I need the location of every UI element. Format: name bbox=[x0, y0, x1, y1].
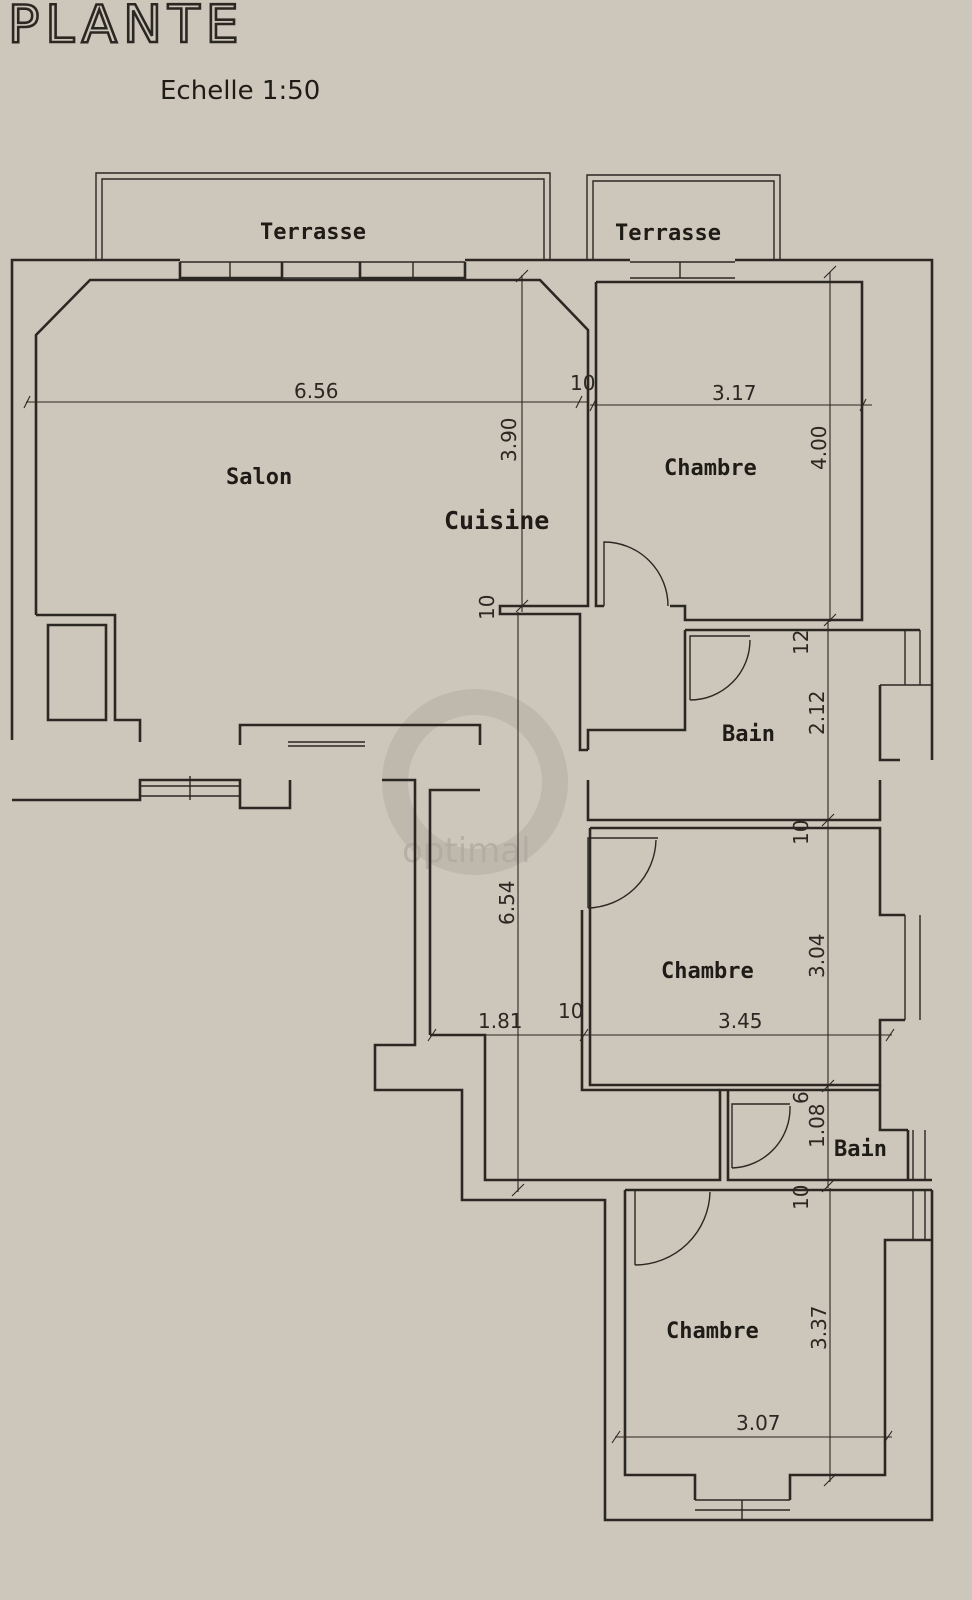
wall bbox=[178, 262, 467, 280]
counter bbox=[288, 741, 365, 747]
room-label-chambre: Chambre bbox=[666, 1319, 759, 1344]
dimension-labels: 6.56 10 3.17 3.90 4.00 10 12 2.12 10 6.5… bbox=[294, 371, 831, 1435]
chambre-1-wall bbox=[594, 280, 864, 622]
door-swing bbox=[587, 837, 658, 909]
dimension-label: 10 bbox=[558, 999, 583, 1023]
room-label-chambre: Chambre bbox=[661, 959, 754, 984]
doors bbox=[587, 541, 791, 1266]
window bbox=[904, 915, 921, 1020]
watermark-ring bbox=[382, 689, 568, 875]
window bbox=[630, 261, 735, 279]
dimension-label: 12 bbox=[789, 630, 813, 655]
dimension-label: 3.37 bbox=[807, 1305, 831, 1350]
room-label-salon: Salon bbox=[226, 465, 292, 490]
outer-wall bbox=[10, 258, 934, 760]
dimension-line bbox=[26, 272, 892, 1482]
room-label-bain: Bain bbox=[722, 722, 775, 747]
corridor-wall bbox=[373, 778, 934, 1522]
window bbox=[180, 261, 465, 279]
dimension-label: 1.81 bbox=[478, 1009, 523, 1033]
dimension-label: 3.07 bbox=[736, 1411, 781, 1435]
dimension-label: 3.90 bbox=[497, 417, 521, 462]
room-label-terrasse: Terrasse bbox=[260, 220, 366, 245]
door-swing bbox=[689, 635, 751, 701]
window bbox=[912, 1130, 926, 1180]
door-swing bbox=[634, 1189, 711, 1266]
watermark-logo: optimal bbox=[382, 689, 568, 875]
room-label-bain: Bain bbox=[834, 1137, 887, 1162]
dimension-lines bbox=[23, 265, 895, 1487]
dimension-label: 3.04 bbox=[805, 933, 829, 978]
terrace-railing bbox=[95, 172, 551, 260]
dimension-label: 4.00 bbox=[807, 425, 831, 470]
room-label-terrasse: Terrasse bbox=[615, 221, 721, 246]
plan-title: PLANTE bbox=[8, 0, 245, 55]
wall bbox=[238, 723, 482, 745]
dimension-label: 10 bbox=[475, 595, 499, 620]
dimension-label: 10 bbox=[789, 1185, 813, 1210]
walls bbox=[10, 258, 934, 1522]
watermark-text: optimal bbox=[402, 831, 531, 871]
bain-1-wall bbox=[586, 628, 920, 762]
dimension-label: 3.17 bbox=[712, 381, 757, 405]
dimension-label: 2.12 bbox=[805, 690, 829, 735]
terrace-railing bbox=[586, 174, 781, 260]
door-swing bbox=[603, 541, 669, 607]
dimension-label: 3.45 bbox=[718, 1009, 763, 1033]
room-label-cuisine: Cuisine bbox=[444, 506, 549, 535]
dimension-label: 1.08 bbox=[805, 1103, 829, 1148]
wall bbox=[580, 910, 720, 1092]
room-label-chambre: Chambre bbox=[664, 456, 757, 481]
door-swing bbox=[731, 1103, 791, 1169]
window bbox=[880, 630, 932, 686]
dimension-label: 6.56 bbox=[294, 379, 339, 403]
chambre-2-wall bbox=[586, 780, 905, 1087]
dimension-label: 10 bbox=[570, 371, 595, 395]
bain-2-wall bbox=[726, 1085, 932, 1182]
dimension-tick bbox=[23, 265, 895, 1487]
chambre-3-wall bbox=[623, 1188, 932, 1500]
dimension-label: 6.54 bbox=[495, 880, 519, 925]
niche-wall bbox=[36, 613, 142, 742]
niche bbox=[46, 623, 108, 722]
terraces bbox=[95, 172, 781, 260]
scale-label: Echelle 1:50 bbox=[160, 76, 320, 106]
outer-wall bbox=[12, 778, 292, 810]
dimension-label: 10 bbox=[789, 820, 813, 845]
window bbox=[695, 1190, 926, 1520]
dimension-label: 6 bbox=[789, 1091, 813, 1104]
window bbox=[140, 776, 240, 800]
room-labels: Terrasse Terrasse Salon Cuisine Chambre … bbox=[226, 220, 887, 1344]
salon-wall bbox=[34, 278, 590, 752]
